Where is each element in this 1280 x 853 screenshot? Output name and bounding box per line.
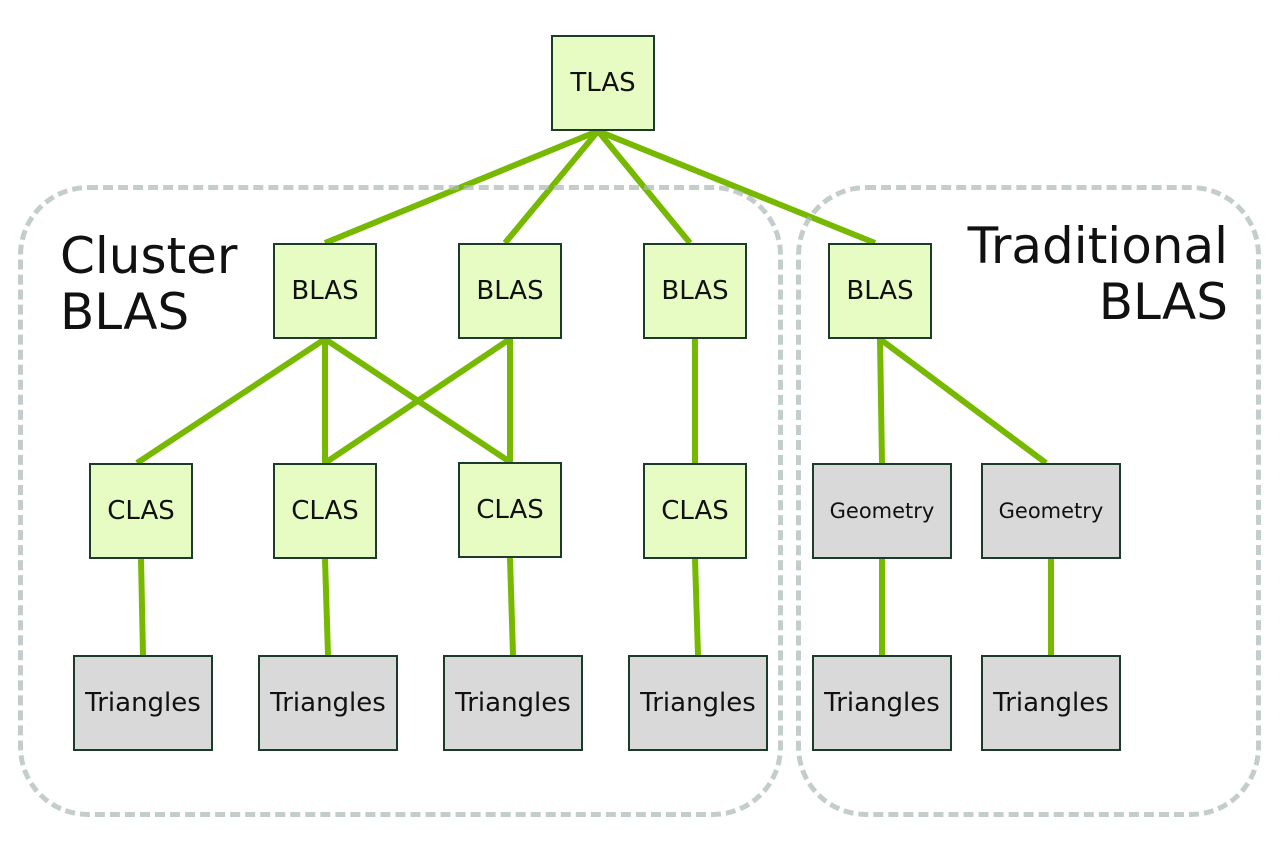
traditional-blas-group bbox=[796, 185, 1261, 817]
edge-blas1-clas1 bbox=[135, 336, 327, 466]
triangles-node: Triangles bbox=[258, 655, 398, 751]
clas-label: CLAS bbox=[661, 496, 729, 526]
triangles-label: Triangles bbox=[824, 688, 940, 718]
edge-blas2-clas2 bbox=[323, 336, 512, 466]
clas-label: CLAS bbox=[107, 496, 175, 526]
blas-node: BLAS bbox=[273, 243, 377, 339]
clas-node: CLAS bbox=[643, 463, 747, 559]
blas-label: BLAS bbox=[476, 276, 544, 306]
edge-blas4-geom1 bbox=[877, 338, 885, 464]
geometry-node: Geometry bbox=[812, 463, 952, 559]
cluster-blas-group bbox=[18, 185, 783, 817]
edge-clas1-tri1 bbox=[138, 558, 146, 656]
edge-blas4-geom2 bbox=[878, 336, 1048, 466]
triangles-label: Triangles bbox=[455, 688, 571, 718]
triangles-label: Triangles bbox=[270, 688, 386, 718]
triangles-label: Triangles bbox=[993, 688, 1109, 718]
triangles-node: Triangles bbox=[443, 655, 583, 751]
geometry-label: Geometry bbox=[829, 499, 935, 523]
triangles-node: Triangles bbox=[812, 655, 952, 751]
tlas-node: TLAS bbox=[551, 35, 655, 131]
cluster-blas-label-line1: Cluster bbox=[60, 227, 238, 285]
blas-label: BLAS bbox=[846, 276, 914, 306]
traditional-blas-label-line1: Traditional bbox=[967, 217, 1228, 275]
clas-label: CLAS bbox=[476, 495, 544, 525]
triangles-label: Triangles bbox=[85, 688, 201, 718]
edge-clas3-tri3 bbox=[507, 557, 516, 656]
cluster-blas-label-line2: BLAS bbox=[60, 283, 190, 341]
triangles-node: Triangles bbox=[981, 655, 1121, 751]
geometry-node: Geometry bbox=[981, 463, 1121, 559]
edge-clas4-tri4 bbox=[692, 558, 701, 656]
clas-label: CLAS bbox=[291, 496, 359, 526]
triangles-node: Triangles bbox=[73, 655, 213, 751]
clas-node: CLAS bbox=[458, 462, 562, 558]
blas-label: BLAS bbox=[291, 276, 359, 306]
blas-node: BLAS bbox=[458, 243, 562, 339]
clas-node: CLAS bbox=[273, 463, 377, 559]
geometry-label: Geometry bbox=[998, 499, 1104, 523]
blas-node: BLAS bbox=[828, 243, 932, 339]
traditional-blas-label: Traditional BLAS bbox=[968, 218, 1228, 330]
blas-node: BLAS bbox=[643, 243, 747, 339]
edge-clas2-tri2 bbox=[322, 558, 331, 656]
tlas-label: TLAS bbox=[570, 68, 636, 98]
clas-node: CLAS bbox=[89, 463, 193, 559]
cluster-blas-label: Cluster BLAS bbox=[60, 228, 237, 340]
blas-label: BLAS bbox=[661, 276, 729, 306]
traditional-blas-label-line2: BLAS bbox=[1098, 273, 1228, 331]
triangles-label: Triangles bbox=[640, 688, 756, 718]
triangles-node: Triangles bbox=[628, 655, 768, 751]
